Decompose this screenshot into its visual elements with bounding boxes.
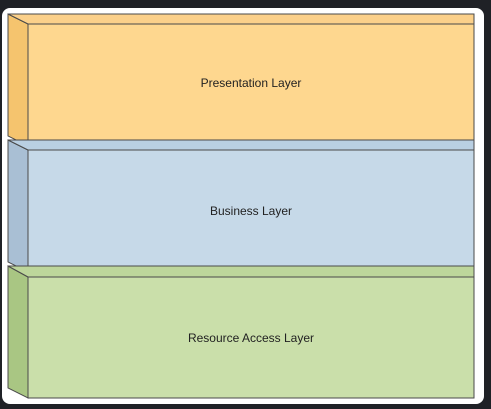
- resource-access-layer-top: [7, 265, 475, 278]
- resource-access-layer-side: [7, 265, 29, 399]
- presentation-layer-top: [7, 13, 475, 25]
- resource-access-layer-label: Resource Access Layer: [187, 331, 315, 345]
- business-layer-block: [7, 139, 475, 273]
- business-layer-label: Business Layer: [209, 204, 293, 218]
- resource-access-layer-block: [7, 265, 475, 399]
- business-layer-top: [7, 139, 475, 151]
- presentation-layer-side: [7, 13, 29, 147]
- resource-access-layer-front: [27, 276, 475, 399]
- business-layer-front: [27, 149, 475, 273]
- presentation-layer-label: Presentation Layer: [200, 76, 302, 90]
- business-layer-side: [7, 139, 29, 273]
